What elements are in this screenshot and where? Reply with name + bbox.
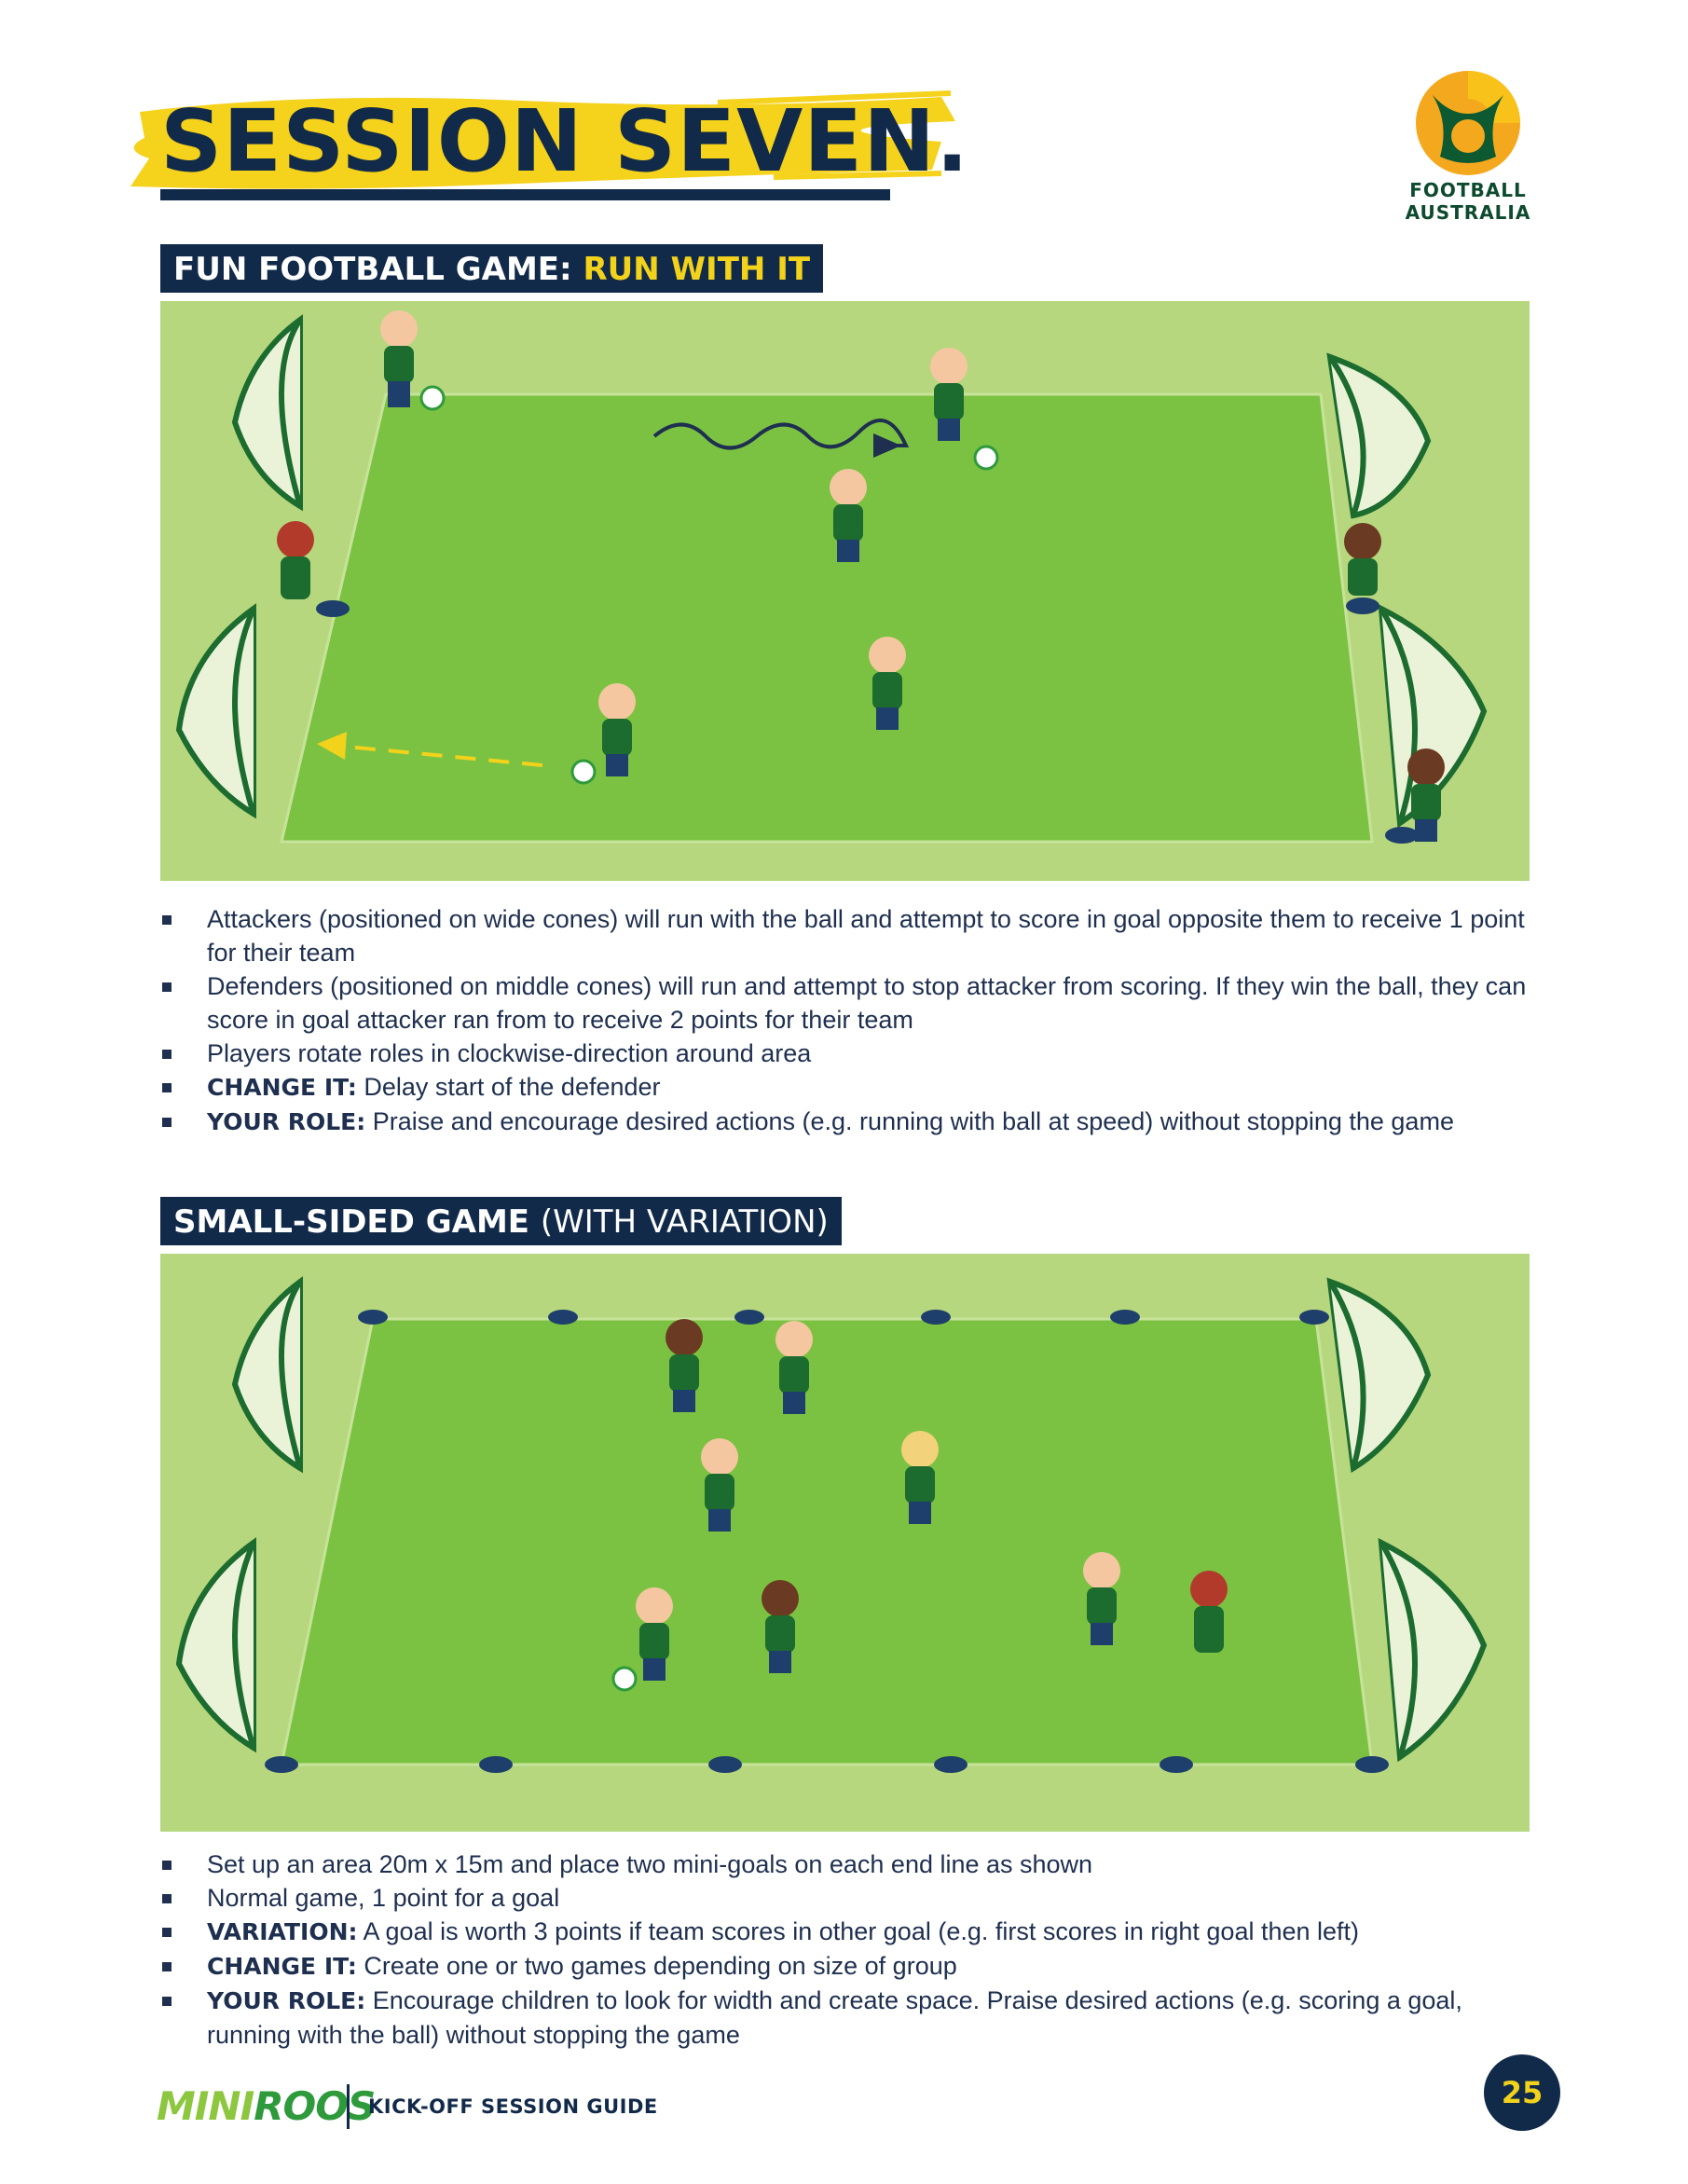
football-australia-emblem-icon xyxy=(1416,71,1520,175)
cone-icon xyxy=(934,1756,968,1773)
list-item: Set up an area 20m x 15m and place two m… xyxy=(160,1847,1530,1881)
cone-icon xyxy=(265,1756,298,1773)
section-heading-small-sided-game: SMALL-SIDED GAME (WITH VARIATION) xyxy=(160,1197,842,1245)
footer-divider xyxy=(347,2084,350,2129)
player-icon xyxy=(277,521,314,599)
title-underline xyxy=(160,189,890,200)
mini-goal-icon xyxy=(175,603,256,819)
cone-icon xyxy=(316,600,350,617)
dribble-arrow-icon xyxy=(652,419,910,450)
player-icon xyxy=(901,1431,939,1524)
cone-icon xyxy=(548,1310,578,1325)
section2-bullet-list: Set up an area 20m x 15m and place two m… xyxy=(160,1847,1530,2052)
section-heading-accent: RUN WITH IT xyxy=(583,251,811,288)
section1-bullet-list: Attackers (positioned on wide cones) wil… xyxy=(160,902,1530,1139)
mini-goal-icon xyxy=(1326,1277,1432,1473)
player-icon xyxy=(1407,749,1445,842)
list-item: Players rotate roles in clockwise-direct… xyxy=(160,1037,1530,1070)
player-icon xyxy=(1190,1571,1228,1653)
player-icon xyxy=(830,469,867,562)
miniroos-logo: MINIROOS xyxy=(157,2083,376,2129)
list-item: CHANGE IT: Delay start of the defender xyxy=(160,1070,1530,1105)
player-icon xyxy=(775,1321,813,1414)
mini-goal-icon xyxy=(175,1537,256,1753)
player-icon xyxy=(869,637,906,730)
logo-text-australia: AUSTRALIA xyxy=(1405,201,1531,224)
cone-icon xyxy=(734,1310,764,1325)
cone-icon xyxy=(708,1756,742,1773)
cone-icon xyxy=(358,1310,388,1325)
cone-icon xyxy=(1110,1310,1140,1325)
list-item: CHANGE IT: Create one or two games depen… xyxy=(160,1949,1530,1984)
player-icon xyxy=(1344,523,1381,596)
list-item: Normal game, 1 point for a goal xyxy=(160,1881,1530,1915)
cone-icon xyxy=(1385,827,1419,844)
cone-icon xyxy=(1346,598,1379,614)
player-icon xyxy=(380,310,418,407)
list-item: YOUR ROLE: Praise and encourage desired … xyxy=(160,1105,1530,1139)
player-icon xyxy=(666,1319,703,1412)
page-title: SESSION SEVEN. xyxy=(160,91,970,191)
player-icon xyxy=(930,348,968,441)
list-item: YOUR ROLE: Encourage children to look fo… xyxy=(160,1984,1530,2052)
cone-icon xyxy=(479,1756,513,1773)
section-heading-main: FUN FOOTBALL GAME: xyxy=(173,251,583,288)
player-icon xyxy=(1083,1552,1120,1645)
cone-icon xyxy=(1160,1756,1193,1773)
footer-guide-title: KICK-OFF SESSION GUIDE xyxy=(368,2095,658,2118)
cone-icon xyxy=(1355,1756,1389,1773)
mini-goal-icon xyxy=(1378,1537,1488,1763)
cone-icon xyxy=(921,1310,951,1325)
cone-icon xyxy=(1299,1310,1329,1325)
title-brush-stroke xyxy=(130,90,955,189)
player-icon xyxy=(701,1438,738,1532)
section-heading-main: SMALL-SIDED GAME xyxy=(173,1203,541,1241)
list-item: Defenders (positioned on middle cones) w… xyxy=(160,969,1530,1037)
player-icon xyxy=(636,1587,673,1681)
page-number-badge: 25 xyxy=(1484,2054,1560,2131)
player-icon xyxy=(762,1580,799,1673)
football-australia-logo: FOOTBALL AUSTRALIA xyxy=(1398,67,1538,235)
logo-text-football: FOOTBALL xyxy=(1409,179,1527,201)
player-icon xyxy=(598,683,636,776)
pitch-illustration-run-with-it xyxy=(160,301,1530,881)
pitch-illustration-small-sided-game xyxy=(160,1254,1530,1832)
section-heading-fun-football-game: FUN FOOTBALL GAME: RUN WITH IT xyxy=(160,244,824,293)
mini-goal-icon xyxy=(231,1276,303,1474)
mini-goal-icon xyxy=(1326,352,1432,519)
section-heading-variation: (WITH VARIATION) xyxy=(540,1203,829,1241)
mini-goal-icon xyxy=(231,314,303,512)
list-item: VARIATION: A goal is worth 3 points if t… xyxy=(160,1915,1530,1949)
list-item: Attackers (positioned on wide cones) wil… xyxy=(160,902,1530,969)
